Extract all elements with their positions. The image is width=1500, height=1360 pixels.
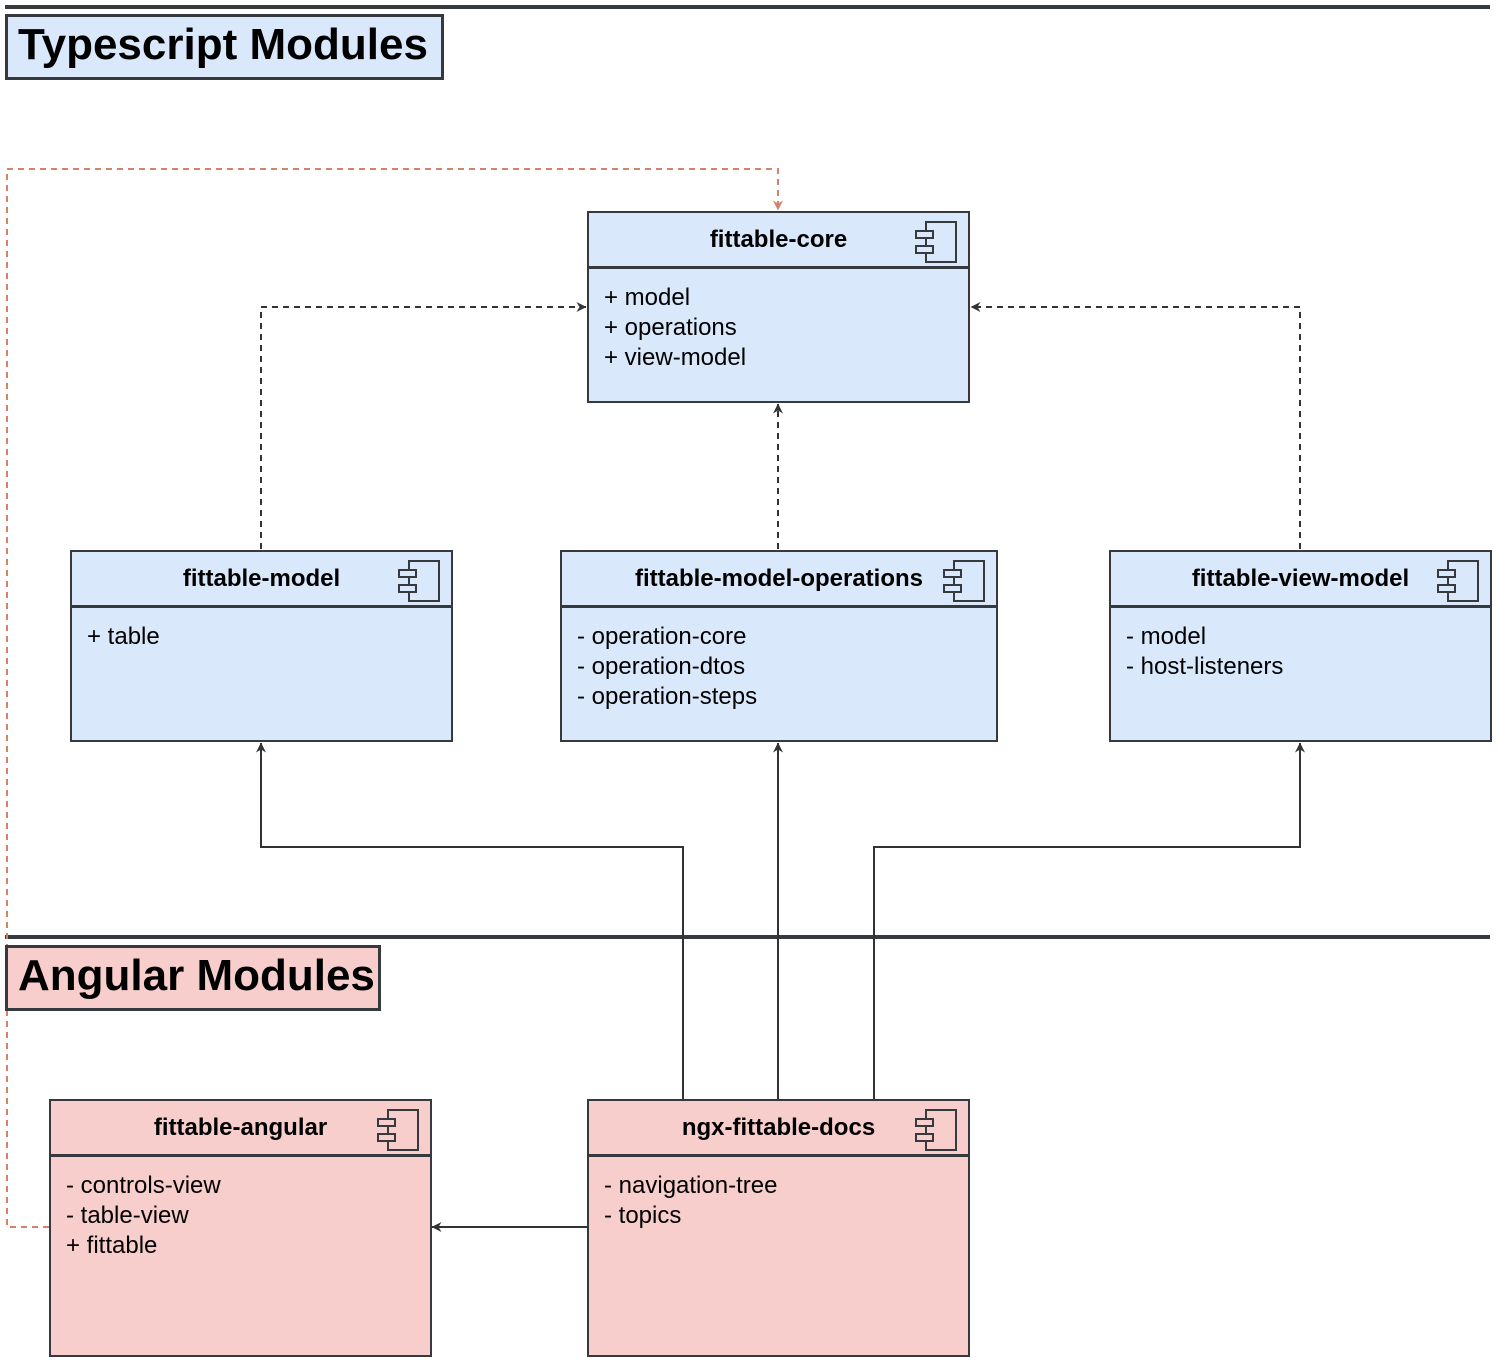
module-header: fittable-model — [72, 552, 451, 608]
module-item: + model — [604, 284, 691, 311]
component-icon — [943, 560, 985, 602]
module-items: - navigation-tree - topics — [589, 1157, 968, 1231]
module-item: - controls-view — [66, 1172, 221, 1199]
module-items: + model + operations + view-model — [589, 269, 968, 373]
module-item: + operations — [604, 314, 737, 341]
module-item: - navigation-tree — [604, 1172, 778, 1199]
angular-modules-title: Angular Modules — [5, 945, 381, 1011]
component-icon — [915, 221, 957, 263]
module-item: - table-view — [66, 1202, 189, 1229]
module-header: fittable-model-operations — [562, 552, 996, 608]
module-item: - operation-steps — [577, 683, 758, 710]
module-name: fittable-angular — [153, 1114, 328, 1141]
module-name: fittable-model — [182, 565, 341, 592]
dependency-angular-to-core — [6, 168, 783, 1228]
component-icon — [398, 560, 440, 602]
module-ngx-fittable-docs[interactable]: ngx-fittable-docs - navigation-tree - to… — [587, 1099, 970, 1357]
module-item: - model — [1126, 623, 1207, 650]
module-name: fittable-view-model — [1191, 565, 1410, 592]
typescript-modules-title: Typescript Modules — [5, 14, 444, 80]
module-name: fittable-core — [709, 226, 848, 253]
module-header: ngx-fittable-docs — [589, 1101, 968, 1157]
module-item: - operation-core — [577, 623, 747, 650]
module-fittable-angular[interactable]: fittable-angular - controls-view - table… — [49, 1099, 432, 1357]
module-fittable-model[interactable]: fittable-model + table — [70, 550, 453, 742]
dependency-docs-to-view-model — [873, 742, 1305, 1099]
module-header: fittable-core — [589, 213, 968, 269]
module-header: fittable-view-model — [1111, 552, 1490, 608]
module-name: fittable-model-operations — [634, 565, 923, 592]
module-fittable-view-model[interactable]: fittable-view-model - model - host-liste… — [1109, 550, 1492, 742]
dependency-view-model-to-core — [970, 302, 1301, 549]
module-item: - host-listeners — [1126, 653, 1284, 680]
component-icon — [1437, 560, 1479, 602]
component-icon — [915, 1109, 957, 1151]
module-item: - operation-dtos — [577, 653, 746, 680]
module-item: + view-model — [604, 344, 747, 371]
module-item: + fittable — [66, 1232, 158, 1259]
module-item: + table — [87, 623, 160, 650]
module-items: - model - host-listeners — [1111, 608, 1490, 682]
component-icon — [377, 1109, 419, 1151]
module-items: - operation-core - operation-dtos - oper… — [562, 608, 996, 712]
module-name: ngx-fittable-docs — [681, 1114, 876, 1141]
module-items: + table — [72, 608, 451, 652]
module-fittable-core[interactable]: fittable-core + model + operations + vie… — [587, 211, 970, 403]
module-fittable-model-operations[interactable]: fittable-model-operations - operation-co… — [560, 550, 998, 742]
dependency-model-to-core — [260, 302, 587, 549]
module-items: - controls-view - table-view + fittable — [51, 1157, 430, 1261]
module-item: - topics — [604, 1202, 682, 1229]
dependency-docs-to-model — [256, 742, 684, 1099]
module-header: fittable-angular — [51, 1101, 430, 1157]
